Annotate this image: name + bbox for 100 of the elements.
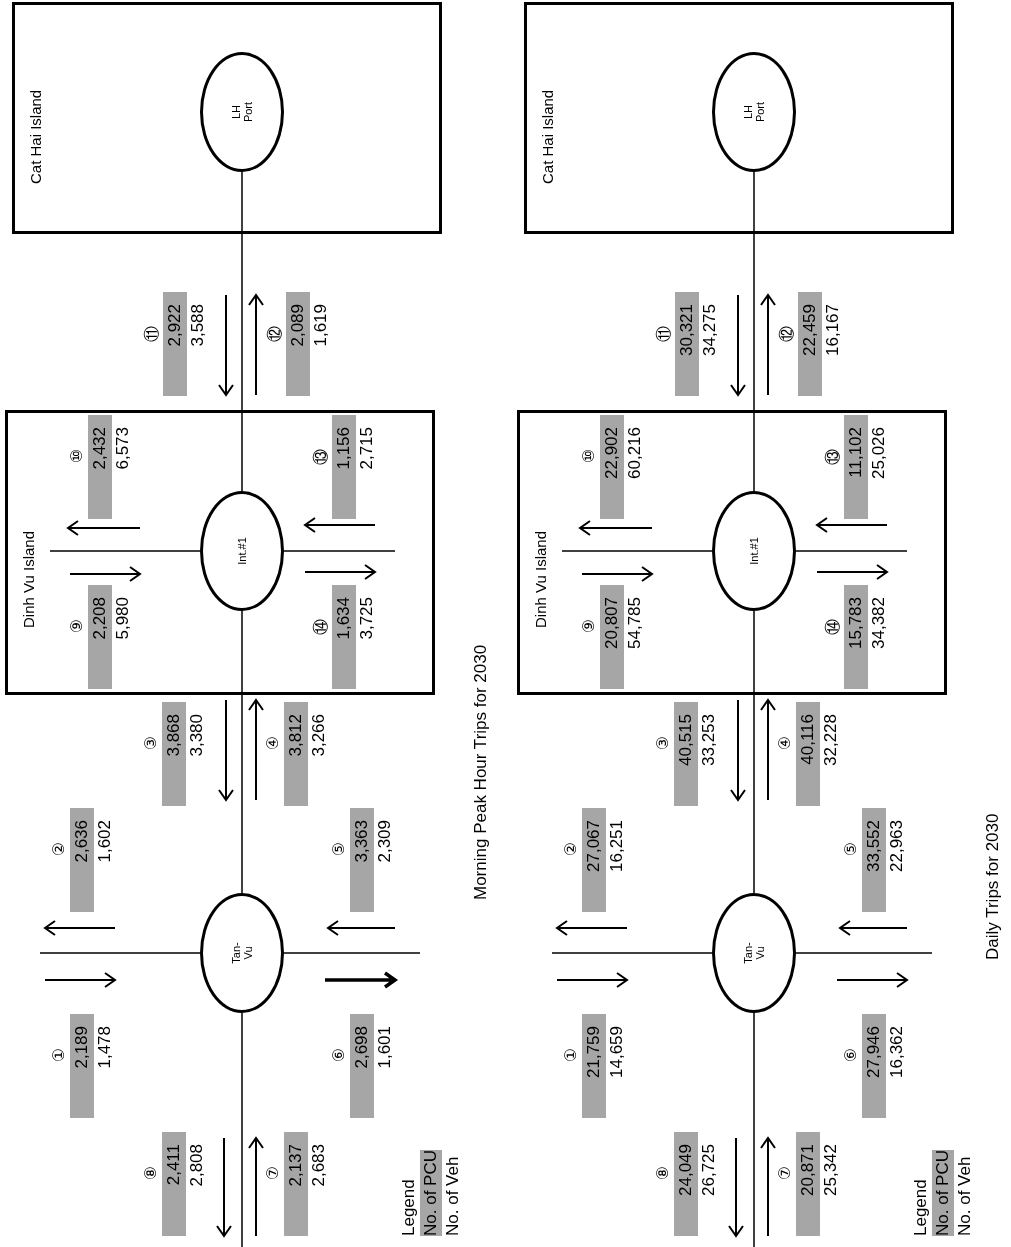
callout-number: ⑭ bbox=[310, 619, 331, 635]
pcu-count: 21,759 bbox=[582, 1014, 606, 1118]
callout-number: ① bbox=[48, 1048, 69, 1063]
callout-number: ⑭ bbox=[822, 619, 843, 635]
legend-entry: No. of PCU bbox=[420, 1150, 442, 1236]
road-line bbox=[795, 952, 933, 954]
road-line bbox=[753, 171, 755, 492]
vehicle-count: 1,619 bbox=[310, 304, 331, 347]
vehicle-count: 33,253 bbox=[698, 714, 719, 766]
vehicle-count: 22,963 bbox=[886, 820, 907, 872]
vehicle-count: 32,228 bbox=[820, 714, 841, 766]
panel-title: Daily Trips for 2030 bbox=[982, 813, 1003, 960]
callout-number: ⑦ bbox=[262, 1166, 283, 1181]
road-line bbox=[241, 171, 243, 492]
legend-title: Legend bbox=[910, 1179, 931, 1236]
panel-title: Morning Peak Hour Trips for 2030 bbox=[470, 644, 491, 900]
callout-number: ⑬ bbox=[822, 449, 843, 465]
callout-number: ① bbox=[560, 1048, 581, 1063]
junction-label: Tan- Vu bbox=[742, 941, 766, 966]
junction-label: LH Port bbox=[742, 100, 766, 125]
region-label: Dinh Vu Island bbox=[531, 531, 550, 628]
pcu-count: 3,812 bbox=[284, 702, 308, 806]
callout-number: ⑥ bbox=[840, 1048, 861, 1063]
pcu-count: 20,871 bbox=[796, 1132, 820, 1236]
pcu-count: 2,189 bbox=[70, 1014, 94, 1118]
vehicle-count: 14,659 bbox=[606, 1026, 627, 1078]
callout-number: ⑩ bbox=[578, 449, 599, 464]
callout-number: ⑪ bbox=[653, 326, 674, 342]
vehicle-count: 3,380 bbox=[186, 714, 207, 757]
pcu-count: 2,411 bbox=[162, 1132, 186, 1236]
pcu-count: 22,902 bbox=[600, 415, 624, 519]
legend-entry: No. of PCU bbox=[932, 1150, 954, 1236]
vehicle-count: 6,573 bbox=[112, 427, 133, 470]
legend-title: Legend bbox=[398, 1179, 419, 1236]
pcu-count: 27,946 bbox=[862, 1014, 886, 1118]
vehicle-count: 3,725 bbox=[356, 597, 377, 640]
callout-number: ③ bbox=[652, 736, 673, 751]
vehicle-count: 2,715 bbox=[356, 427, 377, 470]
junction-ellipse bbox=[200, 52, 284, 172]
vehicle-count: 2,309 bbox=[374, 820, 395, 863]
vehicle-count: 3,266 bbox=[308, 714, 329, 757]
road-line bbox=[49, 550, 201, 552]
vehicle-count: 16,167 bbox=[822, 304, 843, 356]
pcu-count: 2,922 bbox=[163, 292, 187, 396]
callout-number: ⑨ bbox=[66, 619, 87, 634]
road-line bbox=[283, 952, 421, 954]
road-line bbox=[241, 610, 243, 894]
pcu-count: 33,552 bbox=[862, 808, 886, 912]
junction-label: Tan- Vu bbox=[230, 941, 254, 966]
vehicle-count: 25,026 bbox=[868, 427, 889, 479]
callout-number: ⑧ bbox=[140, 1166, 161, 1181]
pcu-count: 24,049 bbox=[674, 1132, 698, 1236]
callout-number: ② bbox=[48, 842, 69, 857]
region-label: Cat Hai Island bbox=[26, 89, 45, 184]
junction-label: Int.#1 bbox=[236, 536, 248, 567]
region-label: Cat Hai Island bbox=[538, 89, 557, 184]
junction-ellipse bbox=[200, 491, 284, 611]
callout-number: ④ bbox=[262, 736, 283, 751]
junction-label: LH Port bbox=[230, 100, 254, 125]
pcu-count: 2,698 bbox=[350, 1014, 374, 1118]
vehicle-count: 25,342 bbox=[820, 1144, 841, 1196]
pcu-count: 3,363 bbox=[350, 808, 374, 912]
callout-number: ⑫ bbox=[264, 326, 285, 342]
pcu-count: 15,783 bbox=[844, 585, 868, 689]
pcu-count: 2,089 bbox=[286, 292, 310, 396]
region-box bbox=[517, 410, 947, 695]
callout-number: ⑦ bbox=[774, 1166, 795, 1181]
vehicle-count: 34,275 bbox=[699, 304, 720, 356]
junction-ellipse bbox=[712, 491, 796, 611]
pcu-count: 27,067 bbox=[582, 808, 606, 912]
callout-number: ⑤ bbox=[328, 842, 349, 857]
pcu-count: 1,156 bbox=[332, 415, 356, 519]
road-line bbox=[283, 550, 396, 552]
callout-number: ⑬ bbox=[310, 449, 331, 465]
pcu-count: 20,807 bbox=[600, 585, 624, 689]
road-line bbox=[241, 1012, 243, 1247]
callout-number: ⑨ bbox=[578, 619, 599, 634]
pcu-count: 40,515 bbox=[674, 702, 698, 806]
junction-label: Int.#1 bbox=[748, 536, 760, 567]
vehicle-count: 1,601 bbox=[374, 1026, 395, 1069]
region-label: Dinh Vu Island bbox=[19, 531, 38, 628]
vehicle-count: 3,588 bbox=[187, 304, 208, 347]
road-line bbox=[753, 1012, 755, 1247]
vehicle-count: 60,216 bbox=[624, 427, 645, 479]
junction-ellipse bbox=[712, 893, 796, 1013]
callout-number: ⑧ bbox=[652, 1166, 673, 1181]
pcu-count: 3,868 bbox=[162, 702, 186, 806]
callout-number: ⑪ bbox=[141, 326, 162, 342]
callout-number: ⑥ bbox=[328, 1048, 349, 1063]
vehicle-count: 2,683 bbox=[308, 1144, 329, 1187]
vehicle-count: 1,478 bbox=[94, 1026, 115, 1069]
junction-ellipse bbox=[200, 893, 284, 1013]
callout-number: ② bbox=[560, 842, 581, 857]
vehicle-count: 34,382 bbox=[868, 597, 889, 649]
pcu-count: 40,116 bbox=[796, 702, 820, 806]
callout-number: ⑤ bbox=[840, 842, 861, 857]
road-line bbox=[753, 610, 755, 894]
junction-ellipse bbox=[712, 52, 796, 172]
callout-number: ⑫ bbox=[776, 326, 797, 342]
vehicle-count: 16,251 bbox=[606, 820, 627, 872]
